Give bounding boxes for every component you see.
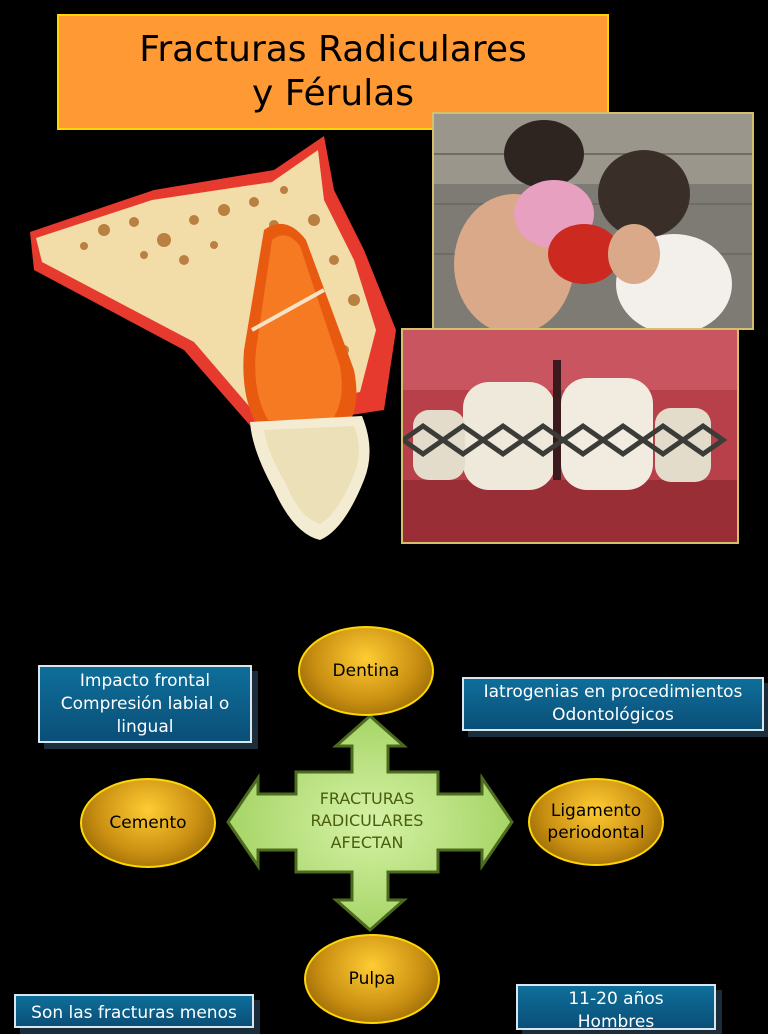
title-box: Fracturas Radiculares y Férulas: [57, 14, 609, 130]
tooth-root-fracture-illustration: [24, 130, 408, 550]
cemento-label: Cemento: [109, 813, 187, 833]
children-pillow-fight-photo: [432, 112, 754, 330]
cross-arrow-shape: [226, 713, 514, 933]
pulpa-label: Pulpa: [348, 969, 396, 989]
center-label-line-2: RADICULARES: [310, 811, 424, 830]
impacto-line-1: Impacto frontal: [79, 670, 211, 691]
cemento-oval: Cemento: [80, 778, 216, 868]
iatrogenias-line-1: Iatrogenias en procedimientos: [483, 682, 743, 702]
dentina-oval: Dentina: [298, 626, 434, 716]
center-label-line-3: AFECTAN: [330, 833, 404, 852]
dentina-label: Dentina: [332, 661, 400, 681]
edad-line-2: Hombres: [577, 1012, 655, 1032]
fracturas-menos-box: Son las fracturas menos: [14, 994, 254, 1028]
cross-arrows-diagram: [226, 713, 514, 933]
fracturas-menos-line-1: Son las fracturas menos: [31, 1003, 237, 1023]
ligamento-oval: Ligamento periodontal: [528, 778, 664, 866]
ligamento-label-line-1: Ligamento: [550, 801, 642, 821]
center-label-line-1: FRACTURAS: [319, 789, 415, 808]
iatrogenias-box: Iatrogenias en procedimientos Odontológi…: [462, 677, 764, 731]
impacto-box: Impacto frontal Compresión labial o ling…: [38, 665, 252, 743]
dental-splint-photo: [401, 328, 739, 544]
center-label: FRACTURAS RADICULARES AFECTAN: [296, 788, 438, 854]
ligamento-label-line-2: periodontal: [547, 823, 645, 843]
edad-line-1: 11-20 años: [568, 989, 664, 1009]
page-title: Fracturas Radiculares y Férulas: [139, 29, 527, 114]
impacto-line-2: Compresión labial o: [60, 693, 230, 714]
pulpa-oval: Pulpa: [304, 934, 440, 1024]
impacto-line-3: lingual: [116, 716, 174, 737]
iatrogenias-line-2: Odontológicos: [552, 705, 674, 725]
edad-box: 11-20 años Hombres: [516, 984, 716, 1032]
